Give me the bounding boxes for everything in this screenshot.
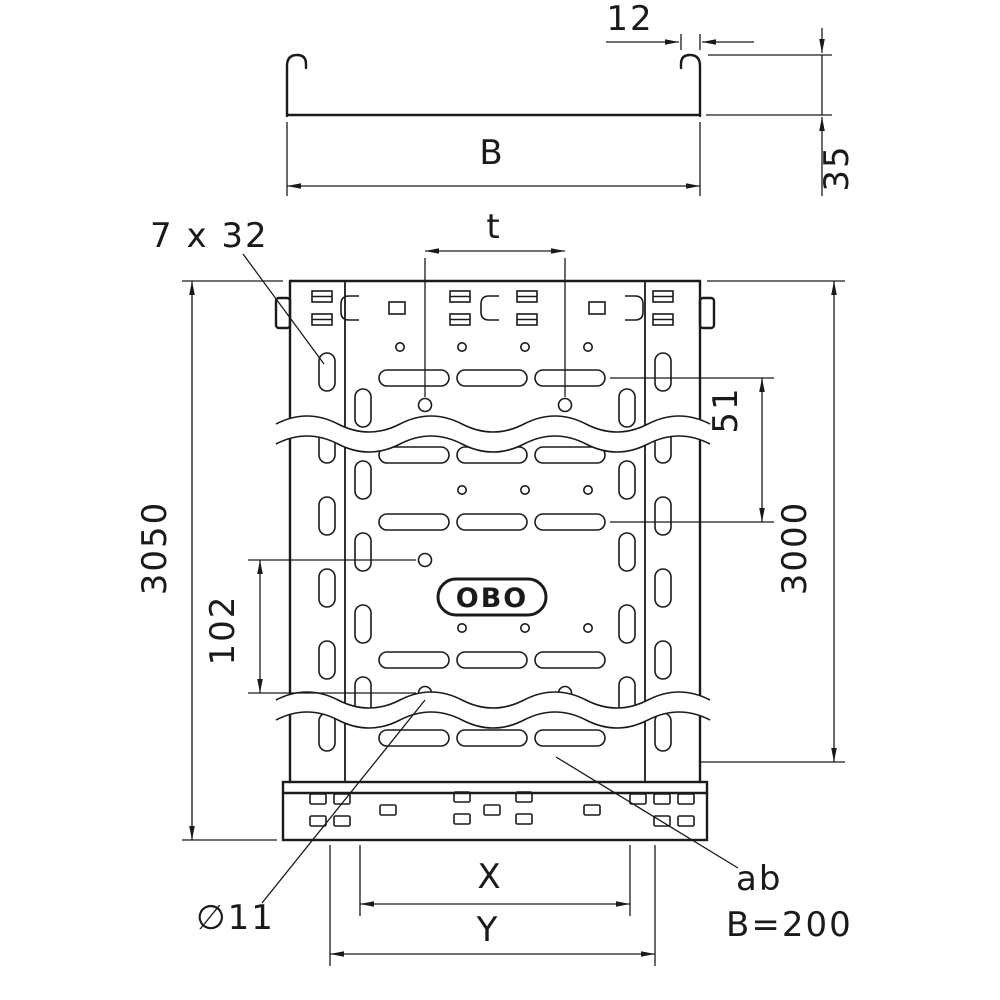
- logo-text: OBO: [456, 583, 529, 614]
- dim-3050: [182, 280, 283, 841]
- side-rail-lines: [344, 282, 646, 782]
- note-b200-label: B=200: [726, 905, 853, 945]
- dim-35-label: 35: [817, 144, 857, 191]
- slot-size-label: 7 x 32: [150, 216, 269, 256]
- slot-size-leader: [242, 253, 325, 365]
- dim-35: [706, 28, 832, 196]
- dimensions: 12 B 35 7 x 32 t: [135, 0, 857, 966]
- note-ab-leader: [555, 756, 739, 869]
- break-line-upper: [275, 415, 711, 453]
- dim-B: [286, 122, 701, 196]
- right-rail-slots: [654, 352, 672, 752]
- dim-12: [606, 34, 754, 50]
- profile-left-wall-hook: [285, 53, 308, 118]
- dim-51-label: 51: [706, 386, 746, 433]
- hole-diameter-leader: [261, 699, 426, 904]
- logo-pill: [436, 577, 548, 617]
- break-line-lower: [275, 691, 711, 729]
- note-ab-label: ab: [736, 859, 782, 899]
- dim-B-label: B: [479, 133, 504, 173]
- profile-right-wall-hook: [679, 53, 702, 118]
- hole-diameter-label: ∅11: [196, 898, 275, 938]
- end-coupler: [281, 780, 709, 842]
- dim-12-label: 12: [606, 0, 653, 39]
- dim-t-label: t: [486, 207, 501, 247]
- dim-102-label: 102: [203, 595, 243, 666]
- dim-X: [359, 845, 631, 916]
- left-rail-slots: [318, 352, 336, 752]
- fastener-pattern: [311, 290, 674, 326]
- profile-section-view: [285, 53, 702, 118]
- coupler-holes: [309, 791, 695, 827]
- obo-logo: OBO: [436, 577, 548, 617]
- dim-Y: [329, 845, 656, 966]
- dim-Y-label: Y: [476, 910, 500, 950]
- dim-3050-label: 3050: [135, 501, 175, 596]
- dim-X-label: X: [477, 857, 502, 897]
- dim-t: [424, 248, 566, 397]
- perforations: [309, 290, 695, 827]
- dim-3000-label: 3000: [775, 501, 815, 596]
- dim-3000: [700, 280, 845, 763]
- right-side-tab: [698, 296, 716, 330]
- left-side-tab: [274, 296, 292, 330]
- dim-51: [610, 377, 774, 523]
- dim-102: [248, 559, 416, 694]
